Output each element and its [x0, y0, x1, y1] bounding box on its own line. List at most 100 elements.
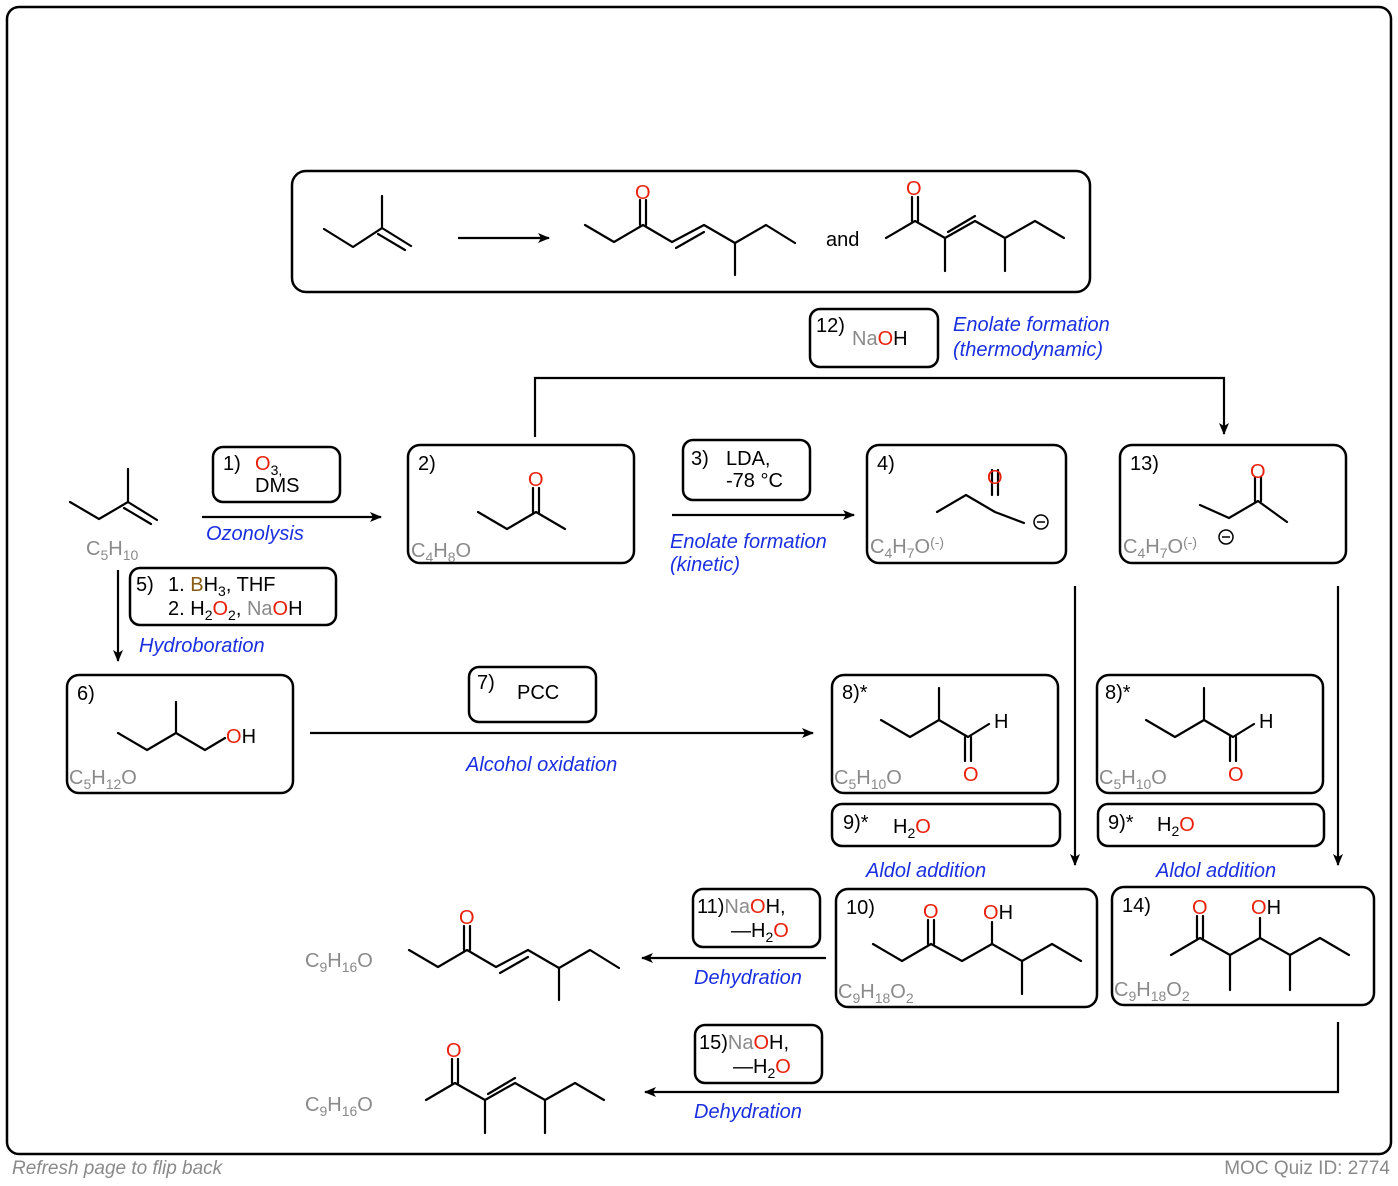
formula-c4h7o-minus: C4H7O(-)	[870, 534, 944, 561]
step-12-reagent: NaOH	[852, 328, 908, 350]
starting-alkene	[68, 467, 159, 526]
compound-9a-number: 9)*	[843, 812, 869, 834]
quiz-id: MOC Quiz ID: 2774	[1224, 1158, 1390, 1179]
compound-4-box	[865, 443, 1068, 565]
product-enone-1: O	[407, 907, 621, 1002]
step-11-box	[691, 887, 822, 949]
water-b: H2O	[1157, 814, 1195, 839]
step-1-reagent-ozone: O3,	[255, 453, 282, 478]
oxygen-label: O	[963, 764, 979, 786]
step-15-line2: —H2O	[733, 1056, 791, 1081]
oxygen-label: O	[1228, 764, 1244, 786]
compound-8a-box	[830, 673, 1060, 795]
oxygen-label: O	[987, 467, 1003, 489]
oxygen-label: O	[635, 182, 651, 204]
compound-2-box	[406, 443, 636, 565]
step-5-line1: 1. BH3, THF	[168, 574, 275, 599]
step-7-number: 7)	[477, 672, 495, 694]
oxygen-label: O	[1192, 897, 1208, 919]
compound-8a-number: 8)*	[842, 682, 868, 704]
alcohol-oxidation-label: Alcohol oxidation	[465, 754, 617, 776]
formula-c9h16o-2: C9H16O	[305, 1094, 373, 1119]
compound-10-aldol: O OH	[871, 901, 1083, 996]
step-7-box	[467, 665, 598, 724]
compound-10-number: 10)	[846, 897, 875, 919]
oxygen-label: O	[1250, 461, 1266, 483]
compound-6-box	[65, 673, 295, 795]
dehydration-label-1: Dehydration	[694, 967, 802, 989]
dehydration-label-2: Dehydration	[694, 1101, 802, 1123]
water-a: H2O	[893, 816, 931, 841]
hydroxyl-label: OH	[983, 902, 1013, 924]
oxygen-label: O	[528, 469, 544, 491]
oxygen-label: O	[923, 901, 939, 923]
compound-8b-number: 8)*	[1105, 682, 1131, 704]
target-scheme-box	[290, 169, 1092, 294]
compound-4-kinetic-enolate: O	[935, 467, 1049, 530]
compound-8a-aldehyde: H O	[879, 686, 1008, 786]
refresh-hint[interactable]: Refresh page to flip back	[12, 1158, 223, 1179]
compound-8b-aldehyde: H O	[1144, 686, 1273, 786]
compound-8b-box	[1095, 673, 1325, 795]
formula-c5h10o-b: C5H10O	[1099, 767, 1167, 792]
top-product-enone-b: O	[884, 178, 1066, 273]
compound-9b-box	[1096, 802, 1326, 848]
compound-2-butanone: O	[476, 469, 567, 531]
step-12-number: 12)	[816, 315, 845, 337]
hydroxyl-label: OH	[1251, 897, 1281, 919]
compound-6-alcohol: OH	[116, 700, 256, 752]
step-1-reagent-dms: DMS	[255, 475, 299, 497]
and-label: and	[826, 229, 859, 251]
top-product-enone-a: O	[583, 182, 797, 277]
enolate-kinetic-label-2: (kinetic)	[670, 554, 740, 576]
dehydration-arrow-2	[644, 1022, 1340, 1097]
step-5-number: 5)	[136, 574, 154, 596]
step-12-box	[808, 307, 940, 369]
oxygen-label: O	[459, 907, 475, 929]
compound-10-box	[834, 887, 1099, 1009]
step-15-box	[693, 1023, 824, 1085]
outer-frame	[5, 5, 1393, 1156]
enolate-kinetic-label-1: Enolate formation	[670, 531, 827, 553]
product-enone-2: O	[424, 1040, 606, 1135]
hydrogen-label: H	[994, 711, 1008, 733]
enolate-thermo-label-1: Enolate formation	[953, 314, 1110, 336]
formula-c5h12o: C5H12O	[69, 767, 137, 792]
formula-c5h10: C5H10	[86, 538, 138, 563]
step-15-line1: 15)NaOH,	[699, 1032, 789, 1054]
step-1-box	[211, 445, 342, 504]
compound-9b-number: 9)*	[1108, 812, 1134, 834]
step-7-reagent: PCC	[517, 682, 559, 704]
thermo-arrow	[533, 376, 1229, 437]
formula-c9h18o2-14: C9H18O2	[1114, 979, 1190, 1004]
step-11-line1: 11)NaOH,	[697, 896, 786, 918]
hydroboration-label: Hydroboration	[139, 635, 265, 657]
step-3-reagent-lda: LDA,	[726, 448, 770, 470]
enolate-thermo-label-2: (thermodynamic)	[953, 339, 1103, 361]
compound-14-box	[1110, 885, 1376, 1007]
step-5-box	[128, 566, 338, 627]
aldol-label-2: Aldol addition	[1155, 860, 1276, 882]
formula-c4h7o-minus-13: C4H7O(-)	[1123, 534, 1197, 561]
oxygen-label: O	[906, 178, 922, 200]
compound-14-number: 14)	[1122, 895, 1151, 917]
formula-c9h18o2-10: C9H18O2	[838, 981, 914, 1006]
oxygen-label: O	[446, 1040, 462, 1062]
step-3-box	[681, 438, 812, 502]
formula-c5h10o-a: C5H10O	[834, 767, 902, 792]
compound-14-aldol: O OH	[1169, 897, 1351, 992]
formula-c4h8o: C4H8O	[411, 540, 471, 565]
top-starting-alkene	[322, 194, 413, 252]
step-3-number: 3)	[691, 448, 709, 470]
step-5-line2: 2. H2O2, NaOH	[168, 598, 303, 623]
step-11-line2: —H2O	[731, 920, 789, 945]
compound-13-box	[1118, 443, 1348, 565]
compound-2-number: 2)	[418, 453, 436, 475]
compound-4-number: 4)	[877, 453, 895, 475]
compound-6-number: 6)	[77, 683, 95, 705]
step-1-number: 1)	[223, 453, 241, 475]
hydrogen-label: H	[1259, 711, 1273, 733]
step-3-reagent-temp: -78 °C	[726, 470, 783, 492]
compound-9a-box	[830, 802, 1062, 848]
compound-13-thermo-enolate: O	[1198, 461, 1289, 545]
